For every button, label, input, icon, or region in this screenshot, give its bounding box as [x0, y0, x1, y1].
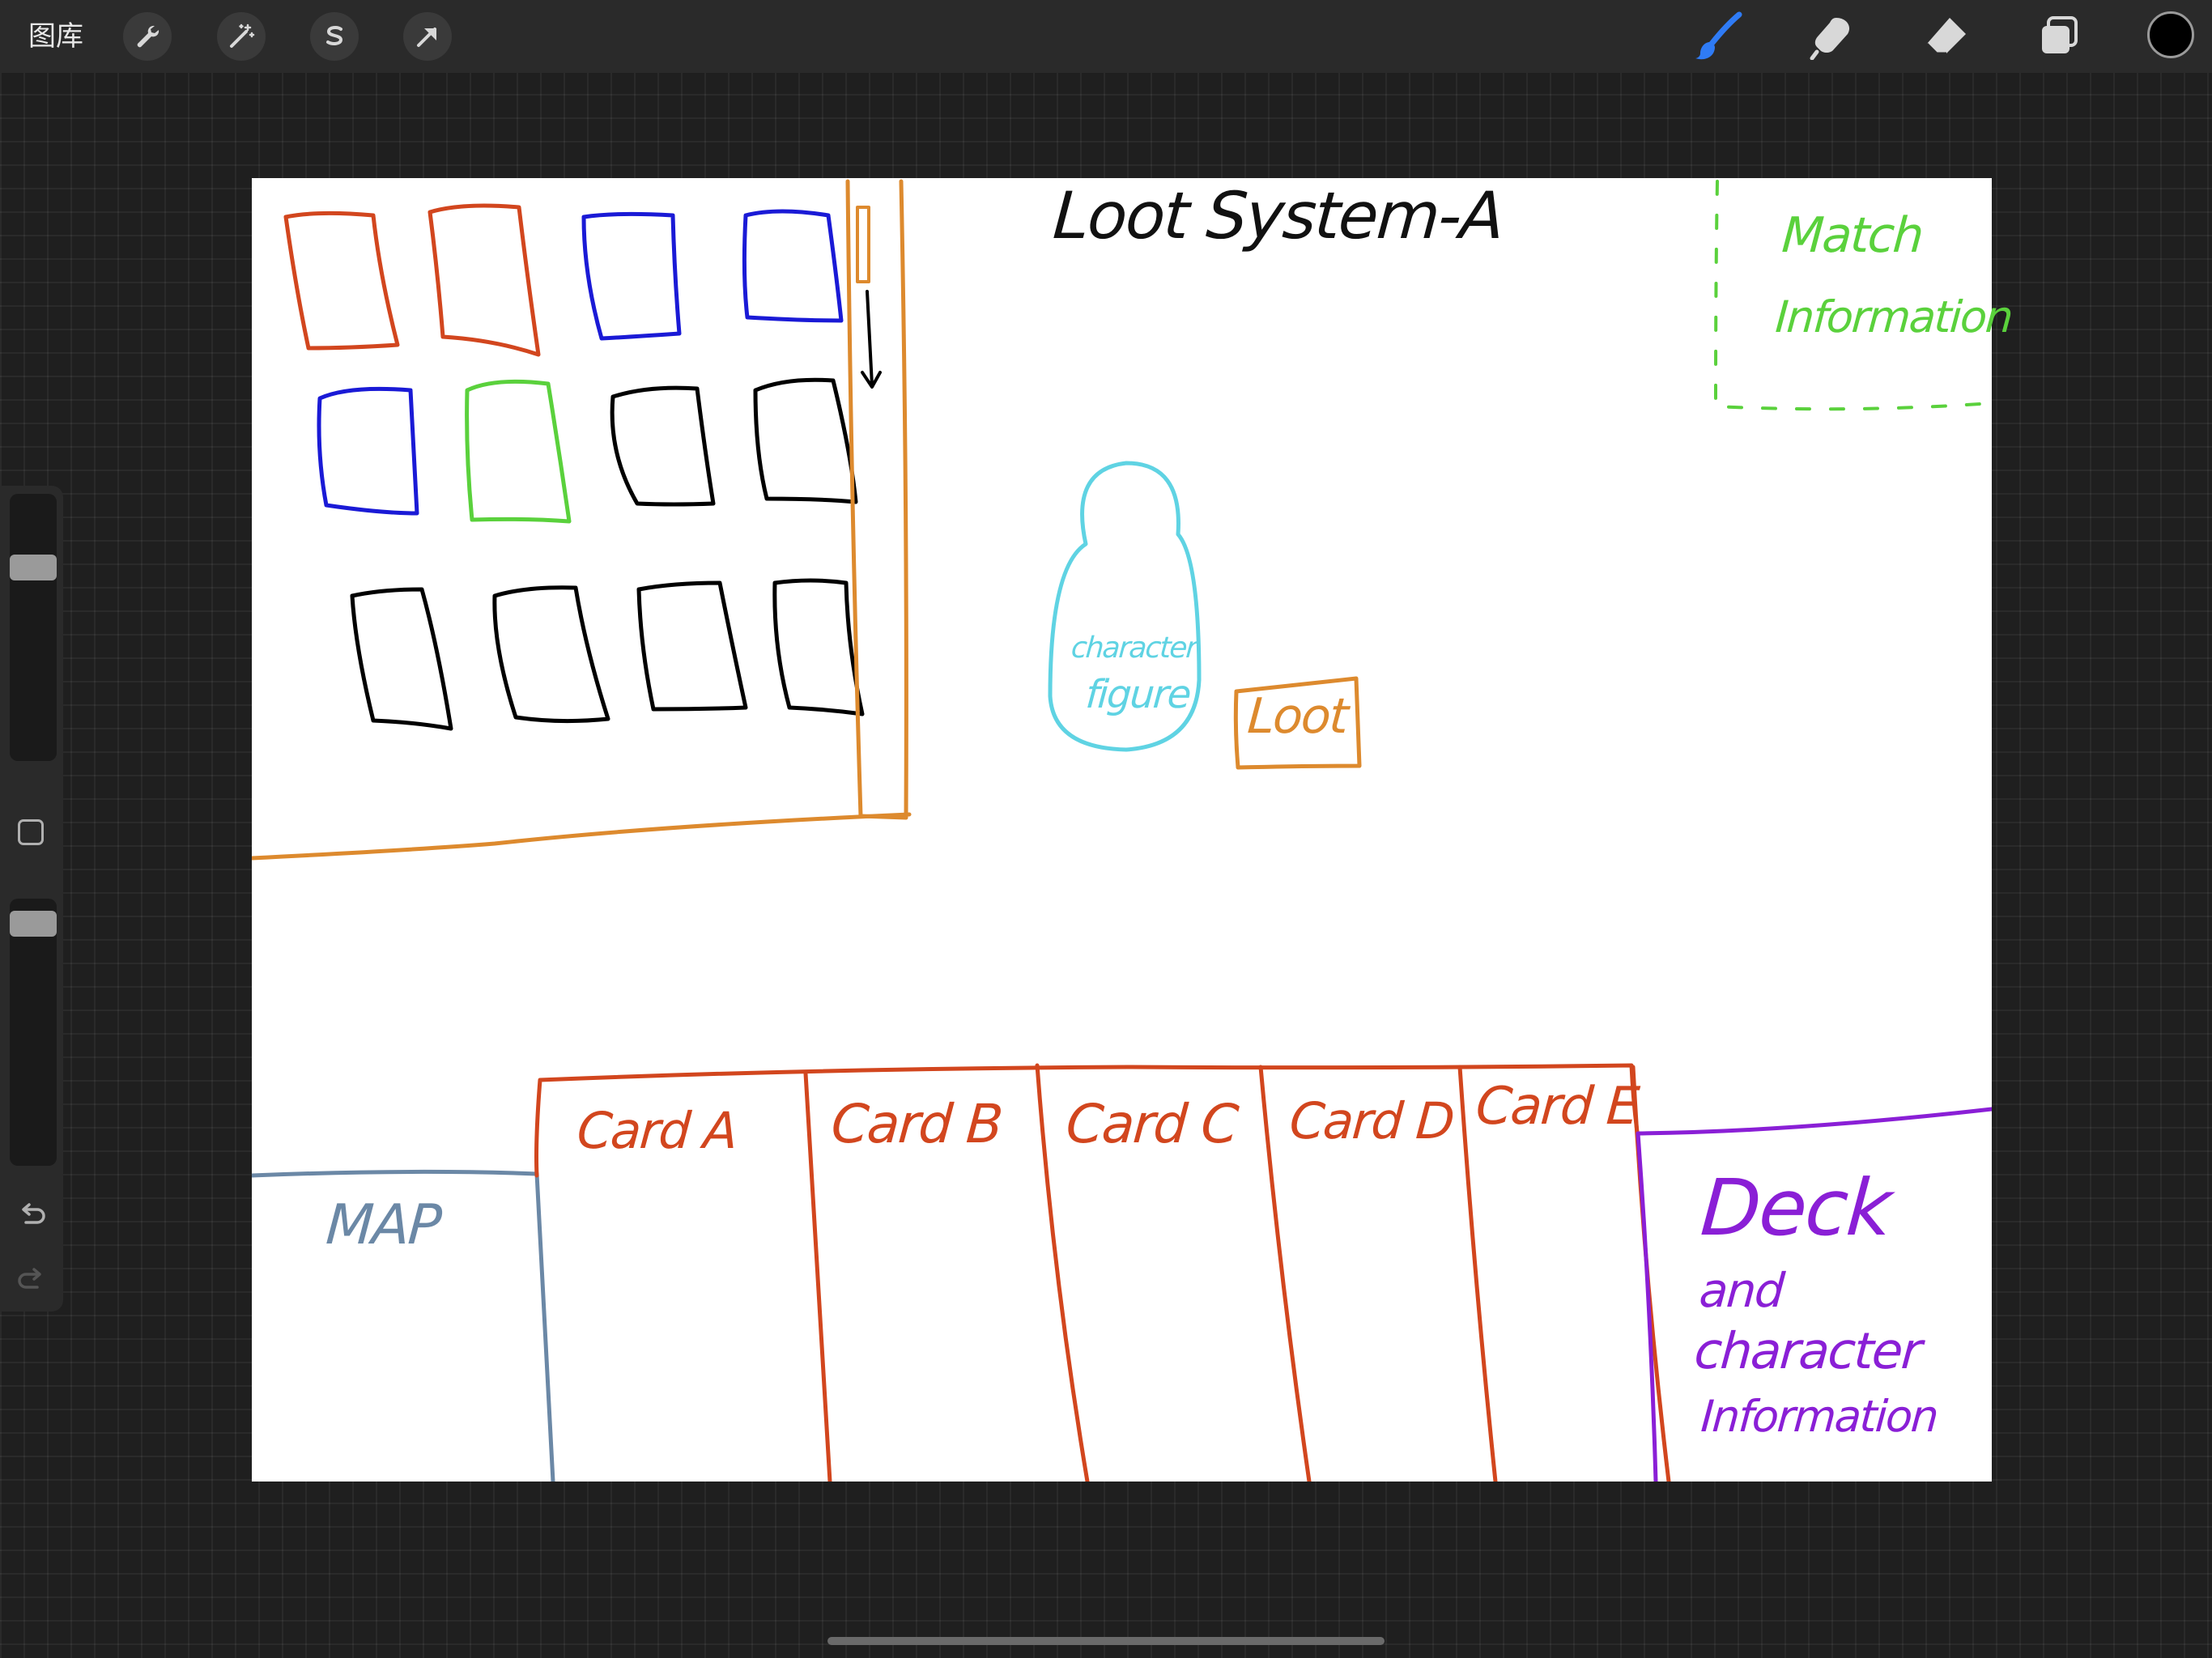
opacity-slider[interactable]	[10, 899, 57, 1166]
left-sidebar	[0, 486, 63, 1312]
opacity-thumb[interactable]	[10, 911, 57, 937]
inventory-slot	[581, 211, 682, 341]
actions-button[interactable]	[123, 12, 172, 61]
layers-icon	[2042, 16, 2078, 53]
brush-icon	[1695, 11, 1742, 60]
selection-button[interactable]	[310, 12, 359, 61]
redo-icon[interactable]	[15, 1263, 49, 1297]
card-divider	[1258, 1065, 1312, 1482]
transform-arrow-icon	[417, 28, 436, 47]
brush-size-slider[interactable]	[10, 494, 57, 761]
magic-wand-icon	[230, 23, 255, 48]
deck-label: Deck	[1698, 1163, 1894, 1253]
match-info-label-1: Match	[1780, 207, 1925, 264]
inventory-slot	[492, 585, 610, 724]
smudge-tool-button[interactable]	[1804, 8, 1861, 65]
top-toolbar: 图库	[0, 0, 2212, 73]
transform-button[interactable]	[403, 12, 452, 61]
character-label-1: character	[1070, 631, 1197, 665]
wrench-icon	[137, 25, 160, 48]
deck-character-label: character	[1692, 1321, 1923, 1380]
drawing-canvas[interactable]: Loot System-A Match Information characte…	[252, 178, 2014, 1482]
eraser-tool-button[interactable]	[1917, 8, 1974, 65]
card-divider	[803, 1071, 832, 1482]
sketch-strokes	[252, 179, 1992, 1482]
brush-tool-button[interactable]	[1691, 8, 1747, 65]
selection-s-icon	[326, 26, 343, 45]
adjustments-button[interactable]	[217, 12, 266, 61]
character-figure	[1048, 461, 1202, 752]
inventory-bottom	[252, 812, 912, 861]
card-divider	[1631, 1065, 1671, 1482]
brush-size-thumb[interactable]	[10, 555, 57, 580]
gallery-button[interactable]: 图库	[28, 20, 83, 53]
smudge-icon	[1810, 18, 1850, 60]
card-b-label: Card B	[829, 1093, 1004, 1155]
inventory-slot	[742, 209, 844, 323]
loot-box	[1233, 676, 1362, 770]
inventory-slot	[350, 587, 453, 731]
deck-information-label: Information	[1699, 1391, 1939, 1442]
card-slot-frame	[534, 1063, 1640, 1178]
color-picker-swatch[interactable]	[2147, 11, 2194, 58]
deck-box	[1636, 1107, 1992, 1482]
undo-icon[interactable]	[15, 1198, 49, 1232]
map-label: MAP	[324, 1193, 442, 1257]
scrollbar-handle	[856, 206, 870, 283]
inventory-slot	[283, 210, 400, 351]
inventory-slot	[753, 377, 858, 504]
home-indicator[interactable]	[827, 1637, 1385, 1645]
deck-and-label: and	[1697, 1263, 1785, 1318]
match-info-box	[1714, 180, 1992, 411]
loot-label: Loot	[1245, 688, 1349, 745]
card-e-label: Card E	[1474, 1077, 1640, 1137]
layers-button[interactable]	[2031, 8, 2087, 65]
inventory-slot	[428, 203, 541, 357]
card-d-label: Card D	[1287, 1091, 1456, 1150]
card-c-label: Card C	[1064, 1093, 1240, 1155]
character-label-2: figure	[1084, 672, 1192, 717]
card-divider	[1035, 1063, 1090, 1482]
eraser-icon	[1925, 18, 1966, 55]
inventory-slot	[465, 379, 572, 524]
modify-button[interactable]	[18, 819, 44, 845]
card-a-label: Card A	[575, 1101, 738, 1160]
scroll-arrow	[861, 290, 882, 389]
card-divider	[1457, 1065, 1498, 1482]
match-info-label-2: Information	[1773, 291, 2014, 342]
inventory-slot	[317, 386, 419, 516]
sketch-title: Loot System-A	[1050, 178, 1506, 253]
inventory-slot	[772, 578, 865, 716]
inventory-slot	[636, 580, 748, 712]
inventory-slot	[610, 385, 716, 507]
